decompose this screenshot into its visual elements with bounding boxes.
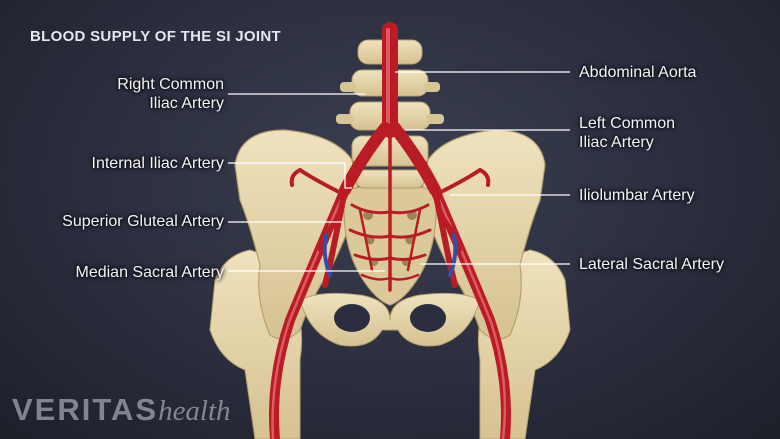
label-abdominal-aorta: Abdominal Aorta <box>579 64 697 81</box>
label-left-common-iliac: Left Common Iliac Artery <box>579 114 675 152</box>
label-lateral-sacral: Lateral Sacral Artery <box>579 256 724 273</box>
label-iliolumbar: Iliolumbar Artery <box>579 187 695 204</box>
logo-brand: VERITAS <box>12 392 159 427</box>
leader-lines <box>228 71 570 272</box>
label-left-common-iliac-line1: Left Common <box>579 115 676 132</box>
label-superior-gluteal: Superior Gluteal Artery <box>62 213 224 230</box>
label-median-sacral: Median Sacral Artery <box>75 264 224 281</box>
label-internal-iliac: Internal Iliac Artery <box>91 155 225 172</box>
page-title: BLOOD SUPPLY OF THE SI JOINT <box>30 28 281 45</box>
label-right-common-iliac-line2: Iliac Artery <box>149 95 224 112</box>
veritas-health-logo: VERITAShealth <box>12 392 231 428</box>
label-left-common-iliac-line2: Iliac Artery <box>579 134 654 151</box>
arteries <box>269 22 511 439</box>
label-right-common-iliac: Right Common Iliac Artery <box>82 75 224 113</box>
logo-sub: health <box>158 395 231 427</box>
leader-internal-iliac-bend <box>344 163 352 189</box>
label-right-common-iliac-line1: Right Common <box>117 76 224 93</box>
